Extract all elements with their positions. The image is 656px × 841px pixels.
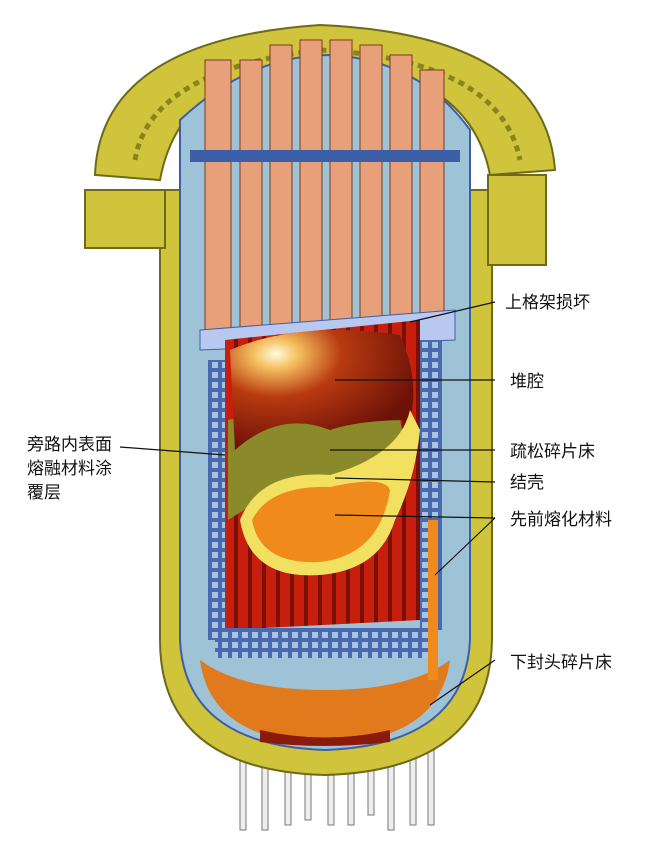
control-rods	[204, 39, 445, 336]
upper-grid	[190, 150, 460, 162]
inlet-nozzle	[84, 189, 166, 249]
label-bypass-coating-line2: 熔融材料涂	[27, 459, 112, 479]
label-bypass-coating-line3: 覆层	[27, 483, 61, 503]
label-upper-grid-damage: 上格架损坏	[505, 293, 590, 313]
lower-head-debris	[200, 660, 450, 745]
bypass-flow-path	[428, 520, 438, 680]
label-crust: 结壳	[510, 473, 544, 493]
outlet-nozzle	[487, 174, 547, 266]
label-previously-molten-material: 先前熔化材料	[510, 510, 612, 530]
label-lower-head-debris-bed: 下封头碎片床	[510, 653, 612, 673]
label-core-cavity: 堆腔	[510, 372, 544, 392]
label-loose-debris-bed: 疏松碎片床	[510, 442, 595, 462]
leader-lines	[119, 301, 496, 706]
baffle-left	[208, 360, 228, 640]
lower-grid	[215, 628, 430, 658]
previously-molten-material	[252, 481, 390, 563]
core-cavity	[230, 330, 414, 450]
label-bypass-coating-line1: 旁路内表面	[27, 435, 112, 455]
